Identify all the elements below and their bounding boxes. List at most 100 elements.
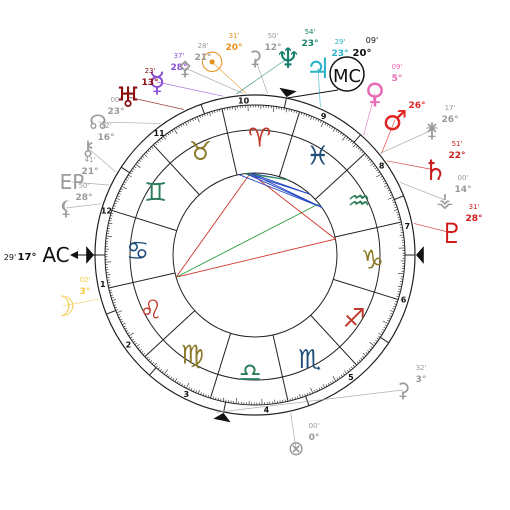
degree-tick [398,288,402,290]
degree-tick [171,130,174,133]
degree-tick [272,106,275,113]
degree-tick [320,120,322,123]
degree-tick [397,216,401,218]
degree-tick [376,337,380,340]
degree-tick [396,211,399,213]
vesta-degree: 14° [454,185,471,195]
degree-tick [197,389,200,394]
degree-tick [120,188,123,190]
ceres-connector [254,57,268,94]
uranus-icon: ♅ [115,81,140,114]
degree-tick [330,381,332,385]
degree-tick [362,353,367,357]
sign-boundary [108,272,176,289]
degree-tick [135,163,141,168]
vertex-degree: 21° [81,167,98,177]
house-number: 8 [379,162,385,171]
degree-tick [332,128,336,132]
degree-tick [194,117,196,121]
degree-tick [200,392,202,395]
degree-tick [209,112,211,117]
degree-tick [235,397,238,404]
fortune-minute: 00' [309,422,320,430]
angle-arrow [213,412,231,423]
degree-tick [376,173,382,178]
lilith-minute: 50' [79,182,90,190]
uranus-degree: 13° [141,78,158,88]
vesta-connector [399,181,446,201]
vesta-minute: 00' [458,174,469,182]
ring-2 [129,129,381,381]
degree-tick [119,190,122,193]
degree-tick [382,329,385,331]
saturn-connector [386,160,436,171]
degree-tick [155,365,158,368]
degree-tick [234,106,236,111]
degree-tick [117,314,121,316]
degree-tick [347,369,350,373]
degree-tick [377,171,380,174]
house-number: 3 [184,390,190,399]
degree-tick [217,397,219,401]
sign-boundary [111,209,177,232]
degree-tick [165,134,168,137]
chiron-degree: 16° [97,133,114,143]
sign-boundary [152,144,200,196]
degree-tick [215,397,217,400]
venus-point: ♀5°09' [363,63,403,135]
house-number: 1 [100,280,106,289]
degree-tick [367,350,370,353]
degree-tick [394,301,398,303]
degree-tick [176,380,179,384]
degree-tick [370,346,373,349]
mars-connector [381,119,396,154]
degree-tick [109,217,113,219]
degree-tick [375,339,378,342]
degree-tick [313,117,315,120]
degree-tick [146,356,149,359]
degree-tick [110,212,114,214]
uranus-minute: 23' [145,67,156,75]
moon-icon: ☽ [50,290,75,323]
degree-tick [133,165,137,168]
house-number: 7 [404,222,410,231]
sign-scorpio-icon: ♏ [298,345,321,375]
degree-tick [142,352,146,356]
house-cusp-line [380,336,390,344]
degree-tick [320,121,325,128]
degree-tick [384,182,387,185]
degree-tick [124,181,127,184]
degree-tick [110,294,114,296]
sign-boundary [144,310,196,358]
mc-connector [286,89,339,99]
degree-tick [322,384,326,388]
mercury-icon: ☿ [148,66,165,99]
ring-3 [172,172,338,338]
lilith-connector [65,203,102,209]
juno-minute: 17' [445,104,456,112]
degree-tick [112,302,116,304]
degree-tick [114,306,118,309]
degree-tick [315,118,317,121]
degree-tick [365,352,368,355]
degree-tick [299,393,301,398]
degree-tick [172,378,175,381]
sign-leo-icon: ♌ [139,296,162,326]
degree-tick [128,174,132,178]
node-point: ☊23°00' [89,96,161,134]
degree-tick [126,176,130,179]
sign-pisces-icon: ♓ [306,142,329,172]
degree-tick [359,149,362,152]
degree-tick [182,123,185,126]
degree-tick [143,153,148,157]
pluto-degree: 28° [465,214,482,224]
degree-tick [397,291,401,293]
degree-tick [397,272,404,275]
venus-minute: 09' [392,63,403,71]
degree-tick [380,175,383,178]
sign-taurus-icon: ♉ [189,137,212,167]
degree-tick [373,342,377,345]
degree-tick [138,159,142,162]
degree-tick [357,147,360,150]
